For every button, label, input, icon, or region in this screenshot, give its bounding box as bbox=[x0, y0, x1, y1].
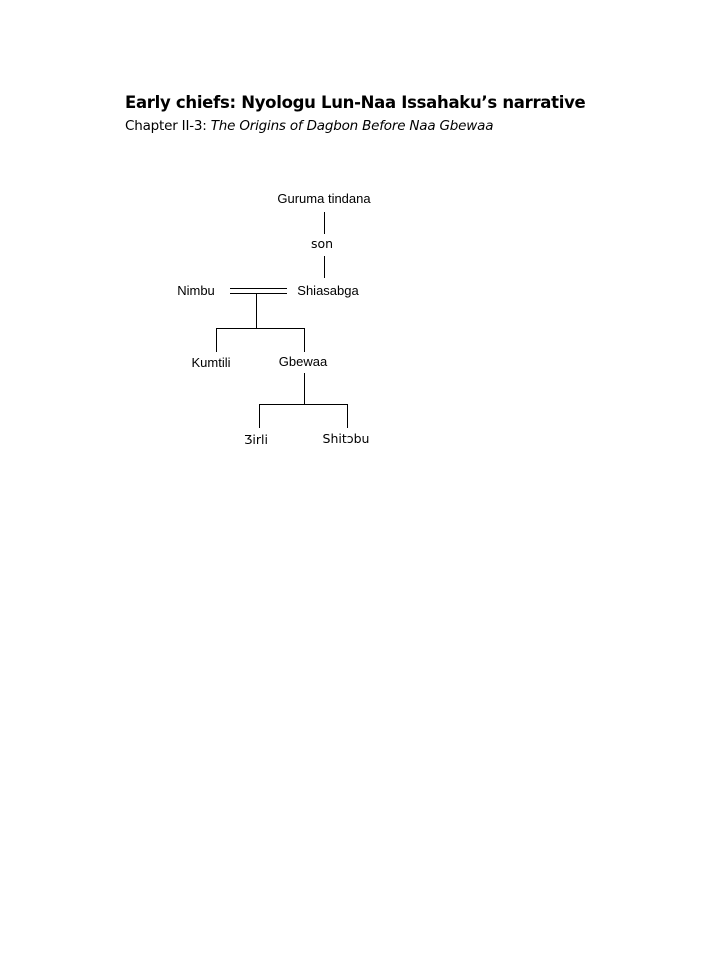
page-subtitle: Chapter II-3: The Origins of Dagbon Befo… bbox=[125, 118, 493, 134]
node-shiasabga: Shiasabga bbox=[297, 283, 359, 298]
node-zirli: Ʒirli bbox=[244, 432, 268, 447]
subtitle-italic: The Origins of Dagbon Before Naa Gbewaa bbox=[210, 118, 494, 134]
node-nimbu: Nimbu bbox=[177, 283, 215, 298]
node-shitobu: Shitɔbu bbox=[322, 431, 370, 446]
page-title: Early chiefs: Nyologu Lun-Naa Issahaku’s… bbox=[125, 93, 586, 112]
node-gbewaa: Gbewaa bbox=[278, 354, 328, 369]
relation-label-son: son bbox=[310, 236, 334, 251]
subtitle-prefix: Chapter II-3: bbox=[125, 118, 211, 134]
node-guruma-tindana: Guruma tindana bbox=[277, 191, 371, 206]
node-kumtili: Kumtili bbox=[191, 355, 231, 370]
